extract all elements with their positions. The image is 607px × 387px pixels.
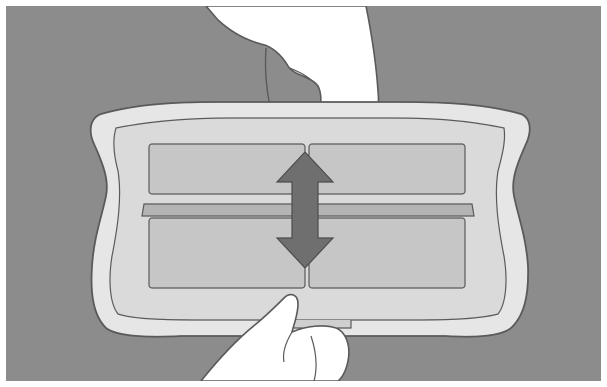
upper-right-panel	[309, 144, 465, 194]
illustration-frame	[6, 6, 601, 381]
lower-right-panel	[309, 218, 465, 288]
upper-left-panel	[149, 144, 305, 194]
tray-fold-illustration	[6, 6, 601, 381]
lower-left-panel	[149, 218, 305, 288]
